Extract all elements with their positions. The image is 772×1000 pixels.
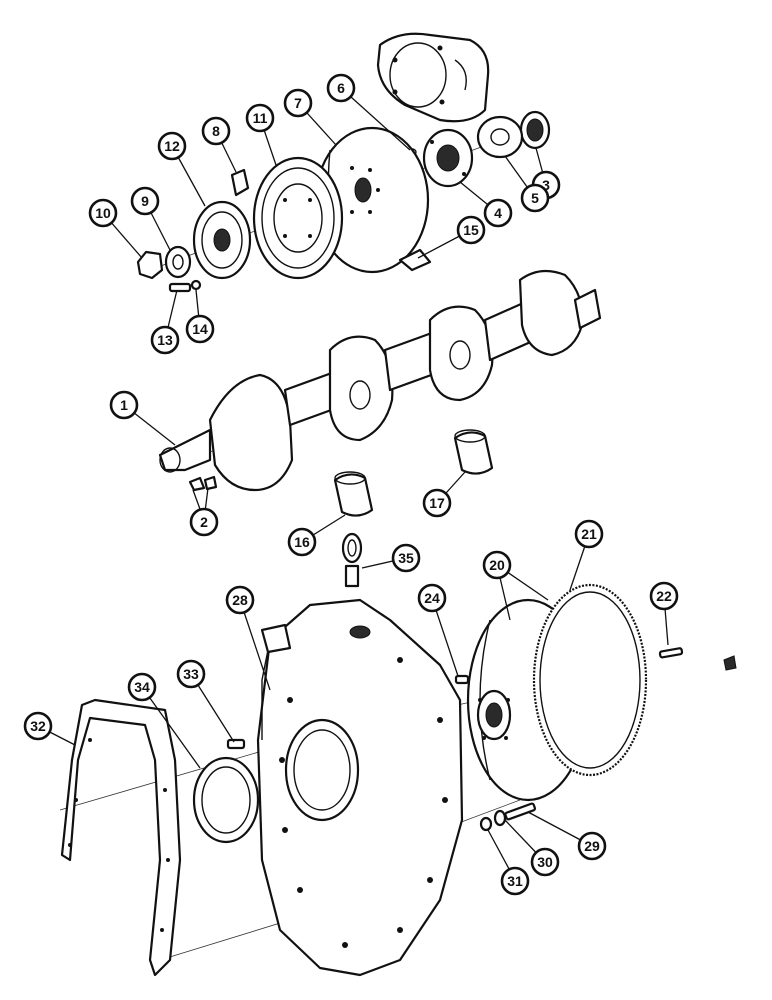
callout-22: 22 bbox=[649, 581, 679, 611]
callout-28: 28 bbox=[225, 585, 255, 615]
svg-text:24: 24 bbox=[424, 590, 440, 606]
callout-12: 12 bbox=[157, 131, 187, 161]
small-pulley bbox=[192, 200, 252, 280]
svg-text:2: 2 bbox=[200, 514, 208, 530]
svg-text:32: 32 bbox=[30, 718, 46, 734]
crankshaft bbox=[158, 269, 602, 492]
bracket bbox=[230, 168, 250, 197]
callout-29: 29 bbox=[577, 831, 607, 861]
svg-text:17: 17 bbox=[429, 495, 445, 511]
callout-34: 34 bbox=[127, 672, 157, 702]
callout-2: 2 bbox=[189, 507, 219, 537]
svg-text:22: 22 bbox=[656, 588, 672, 604]
callout-21: 21 bbox=[574, 519, 604, 549]
svg-text:12: 12 bbox=[164, 138, 180, 154]
callout-17: 17 bbox=[422, 488, 452, 518]
callout-11: 11 bbox=[245, 103, 275, 133]
front-hub bbox=[422, 128, 474, 188]
pulley-washer bbox=[164, 245, 192, 279]
svg-text:35: 35 bbox=[398, 550, 414, 566]
callout-13: 13 bbox=[150, 325, 180, 355]
callout-33: 33 bbox=[176, 659, 206, 689]
callout-4: 4 bbox=[483, 198, 513, 228]
dowel-pin bbox=[226, 738, 246, 750]
crankshaft-keys bbox=[188, 475, 218, 492]
damper-disc bbox=[314, 126, 430, 274]
svg-text:15: 15 bbox=[463, 222, 479, 238]
rear-oil-seal bbox=[192, 756, 260, 844]
svg-text:11: 11 bbox=[253, 110, 268, 126]
svg-text:8: 8 bbox=[212, 123, 220, 139]
svg-text:3: 3 bbox=[542, 177, 550, 193]
svg-text:10: 10 bbox=[95, 205, 111, 221]
pulley-nut bbox=[136, 250, 164, 280]
svg-text:14: 14 bbox=[192, 321, 208, 337]
svg-text:4: 4 bbox=[494, 205, 502, 221]
callout-16: 16 bbox=[287, 527, 317, 557]
lifting-eye bbox=[341, 532, 363, 588]
svg-text:7: 7 bbox=[294, 95, 302, 111]
callout-24: 24 bbox=[417, 583, 447, 613]
svg-text:31: 31 bbox=[507, 873, 523, 889]
thrust-bearing bbox=[453, 429, 494, 475]
callout-6: 6 bbox=[326, 73, 356, 103]
callout-32: 32 bbox=[23, 711, 53, 741]
callout-7: 7 bbox=[283, 88, 313, 118]
svg-text:9: 9 bbox=[141, 193, 149, 209]
callout-10: 10 bbox=[88, 198, 118, 228]
stray-fragment bbox=[723, 655, 737, 671]
svg-text:1: 1 bbox=[120, 397, 128, 413]
callout-9: 9 bbox=[130, 186, 160, 216]
callout-1: 1 bbox=[109, 390, 139, 420]
svg-text:21: 21 bbox=[581, 526, 597, 542]
callout-14: 14 bbox=[185, 314, 215, 344]
main-bearing bbox=[333, 471, 374, 517]
engine-block-fragment bbox=[376, 32, 490, 123]
callout-31: 31 bbox=[500, 866, 530, 896]
callout-5: 5 bbox=[520, 183, 550, 213]
crankshaft-pulley bbox=[252, 156, 344, 280]
callout-8: 8 bbox=[201, 116, 231, 146]
housing-dowel bbox=[454, 674, 470, 685]
svg-text:13: 13 bbox=[157, 332, 173, 348]
housing-bolt-assembly bbox=[479, 802, 537, 832]
svg-text:29: 29 bbox=[584, 838, 600, 854]
thrust-washer bbox=[476, 115, 524, 159]
callout-15: 15 bbox=[456, 215, 486, 245]
flywheel-housing bbox=[256, 598, 464, 977]
svg-text:20: 20 bbox=[489, 557, 505, 573]
housing-gasket bbox=[60, 698, 182, 977]
timing-gear bbox=[519, 110, 551, 150]
flywheel-bolt bbox=[658, 647, 684, 659]
callout-30: 30 bbox=[530, 847, 560, 877]
pulley-bolt bbox=[168, 279, 202, 293]
svg-text:28: 28 bbox=[232, 592, 248, 608]
callout-35: 35 bbox=[391, 543, 421, 573]
svg-text:34: 34 bbox=[134, 679, 150, 695]
svg-text:16: 16 bbox=[294, 534, 310, 550]
callout-20: 20 bbox=[482, 550, 512, 580]
svg-text:33: 33 bbox=[183, 666, 199, 682]
svg-text:5: 5 bbox=[531, 190, 539, 206]
flywheel-ring-gear bbox=[532, 583, 648, 777]
svg-text:30: 30 bbox=[537, 854, 553, 870]
svg-text:6: 6 bbox=[337, 80, 345, 96]
